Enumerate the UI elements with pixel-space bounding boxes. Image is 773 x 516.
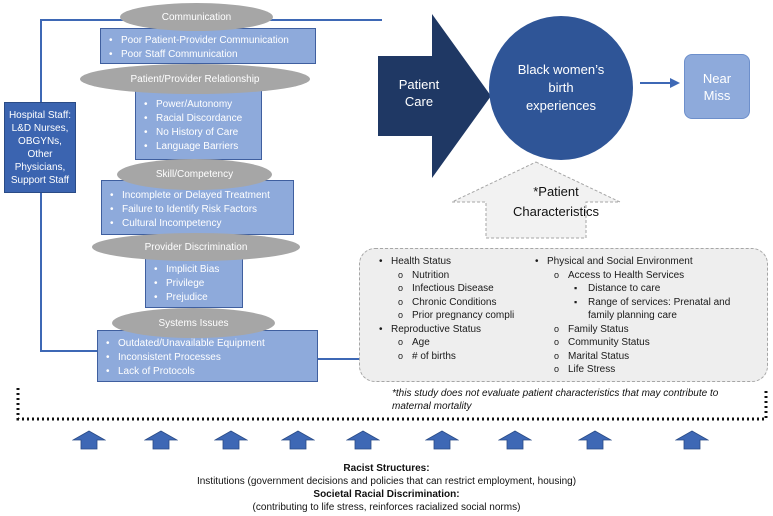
near-miss-arrow <box>640 78 680 88</box>
communication-box: Poor Patient-Provider Communication Poor… <box>100 28 316 64</box>
factor-item: Inconsistent Processes <box>98 351 317 365</box>
up-arrow-icon <box>425 430 459 450</box>
birth-experiences-label: Black women’s birth experiences <box>517 62 605 113</box>
left-lower-connector <box>40 192 42 352</box>
up-arrow-icon <box>498 430 532 450</box>
up-arrow-icon <box>346 430 380 450</box>
factor-item: Implicit Bias <box>146 263 242 277</box>
bottom-connector-line <box>40 350 97 352</box>
characteristic-item: Prior pregnancy compli <box>374 309 514 323</box>
factor-item: Cultural Incompetency <box>102 217 293 231</box>
up-arrow-icon <box>675 430 709 450</box>
factor-item: Poor Patient-Provider Communication <box>101 34 315 48</box>
patient-care-label: Patient Care <box>398 77 440 109</box>
up-arrow-icon <box>214 430 248 450</box>
hospital-staff-label: Hospital Staff: L&D Nurses, OBGYNs, Othe… <box>8 109 72 186</box>
pill-label: Provider Discrimination <box>144 241 248 253</box>
factor-item: Language Barriers <box>136 140 261 154</box>
up-arrow-icon <box>72 430 106 450</box>
relationship-box: Power/Autonomy Racial Discordance No His… <box>135 88 262 160</box>
near-miss-box: Near Miss <box>684 54 750 119</box>
systems-to-characteristics-line <box>318 358 360 360</box>
characteristic-item: Physical and Social Environment <box>530 255 730 269</box>
characteristic-item: Range of services: Prenatal and <box>530 296 730 310</box>
left-upper-connector <box>40 19 42 103</box>
factor-item: Failure to Identify Risk Factors <box>102 203 293 217</box>
patient-characteristics-title: *Patient Characteristics <box>513 184 599 219</box>
characteristic-item: Marital Status <box>530 350 730 364</box>
hospital-staff-box: Hospital Staff: L&D Nurses, OBGYNs, Othe… <box>4 102 76 193</box>
characteristic-item: Nutrition <box>374 269 514 283</box>
characteristic-item: Age <box>374 336 514 350</box>
discrimination-pill: Provider Discrimination <box>92 233 300 261</box>
characteristic-item: Chronic Conditions <box>374 296 514 310</box>
pill-label: Skill/Competency <box>155 169 234 180</box>
pill-label: Patient/Provider Relationship <box>130 73 260 85</box>
characteristic-item: Infectious Disease <box>374 282 514 296</box>
factor-item: Power/Autonomy <box>136 98 261 112</box>
up-arrow-icon <box>144 430 178 450</box>
characteristic-item: # of births <box>374 350 514 364</box>
characteristics-left-column: Health StatusNutritionInfectious Disease… <box>374 255 514 363</box>
systems-pill: Systems Issues <box>112 308 275 338</box>
characteristics-right-column: Physical and Social EnvironmentAccess to… <box>530 255 730 377</box>
patient-care-arrow <box>378 14 491 178</box>
factor-item: Poor Staff Communication <box>101 48 315 62</box>
factor-item: Outdated/Unavailable Equipment <box>98 337 317 351</box>
relationship-pill: Patient/Provider Relationship <box>80 64 310 94</box>
racist-structures-text: Institutions (government decisions and p… <box>196 476 577 487</box>
factor-item: Prejudice <box>146 291 242 305</box>
birth-experiences-circle: Black women’s birth experiences <box>489 16 633 160</box>
factor-item: Privilege <box>146 277 242 291</box>
characteristic-item: Family Status <box>530 323 730 337</box>
societal-discrimination-title: Societal Racial Discrimination: <box>313 489 460 500</box>
footnote: *this study does not evaluate patient ch… <box>392 388 719 412</box>
skill-pill: Skill/Competency <box>117 159 272 190</box>
systems-box: Outdated/Unavailable Equipment Inconsist… <box>97 330 318 382</box>
structures-bracket <box>16 388 768 421</box>
up-arrow-icon <box>281 430 315 450</box>
characteristic-item: Access to Health Services <box>530 269 730 283</box>
characteristic-item: Community Status <box>530 336 730 350</box>
characteristic-item: Health Status <box>374 255 514 269</box>
characteristic-item: Distance to care <box>530 282 730 296</box>
characteristic-item: Life Stress <box>530 363 730 377</box>
factor-item: Lack of Protocols <box>98 365 317 379</box>
societal-discrimination-text: (contributing to life stress, reinforces… <box>252 502 521 513</box>
characteristic-item: Reproductive Status <box>374 323 514 337</box>
characteristic-item: family planning care <box>588 310 677 321</box>
patient-characteristics-panel: Health StatusNutritionInfectious Disease… <box>359 248 768 382</box>
near-miss-label: Near Miss <box>702 70 732 103</box>
factor-item: No History of Care <box>136 126 261 140</box>
communication-pill: Communication <box>120 3 273 31</box>
pill-label: Communication <box>161 11 232 23</box>
racist-structures-title: Racist Structures: <box>343 463 430 474</box>
up-arrow-icon <box>578 430 612 450</box>
patient-characteristics-arrow <box>451 161 621 239</box>
factor-item: Incomplete or Delayed Treatment <box>102 189 293 203</box>
factor-item: Racial Discordance <box>136 112 261 126</box>
discrimination-box: Implicit Bias Privilege Prejudice <box>145 256 243 308</box>
pill-label: Systems Issues <box>158 317 229 329</box>
skill-box: Incomplete or Delayed Treatment Failure … <box>101 180 294 235</box>
